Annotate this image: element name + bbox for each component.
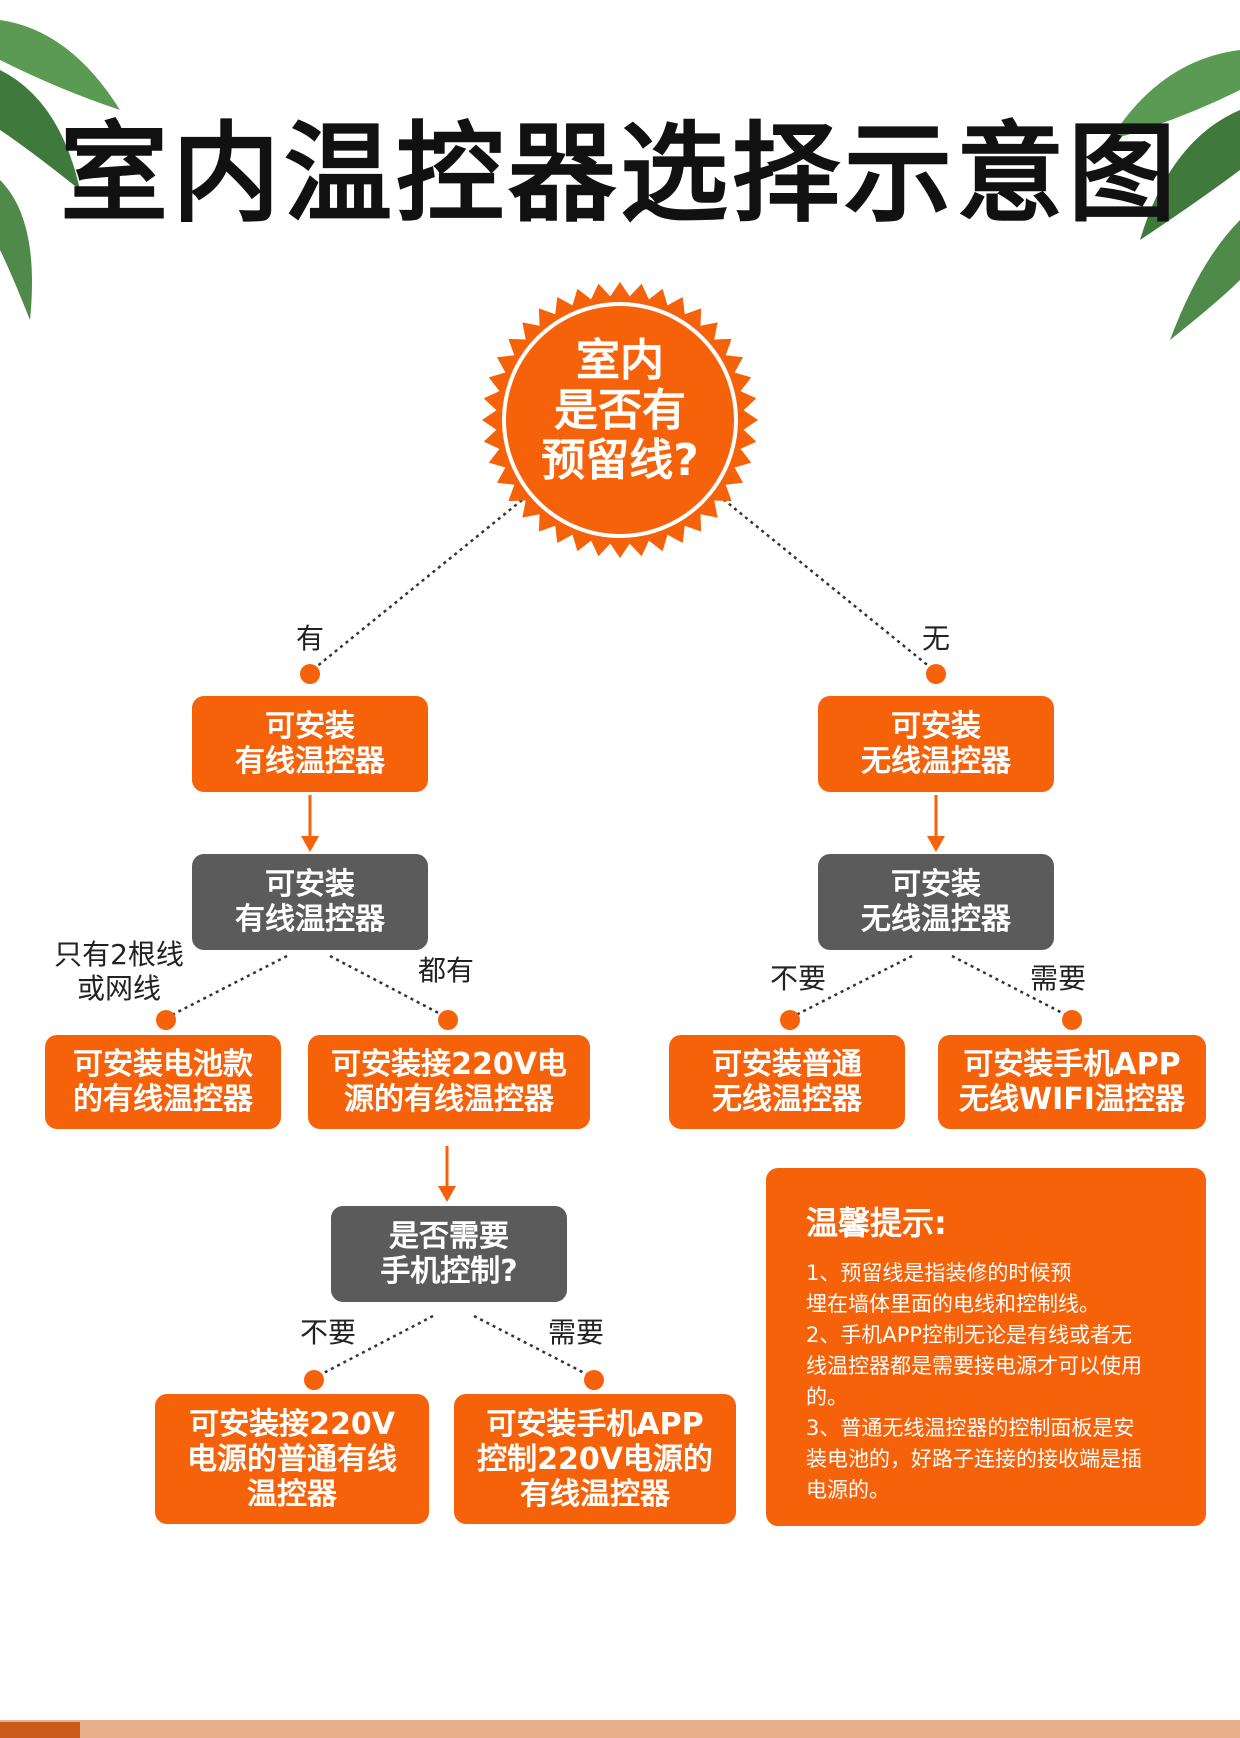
- result-battery-wired: 可安装电池款 的有线温控器: [45, 1035, 281, 1129]
- result-220v-wired: 可安装接220V电 源的有线温控器: [308, 1035, 590, 1129]
- tip-item: 2、手机APP控制无论是有线或者无 线温控器都是需要接电源才可以使用 的。: [806, 1323, 1142, 1409]
- branch-label-no: 无: [922, 622, 951, 655]
- phone-control-question: 是否需要 手机控制?: [331, 1206, 567, 1302]
- label-wireless-no: 不要: [770, 962, 827, 995]
- label-both: 都有: [418, 954, 475, 987]
- leaf-decoration-right: [1110, 50, 1240, 340]
- label-phone-no: 不要: [300, 1316, 357, 1349]
- wireless-decision-box: 可安装 无线温控器: [818, 854, 1054, 950]
- label-wireless-yes: 需要: [1030, 962, 1087, 995]
- branch-label-yes: 有: [296, 622, 325, 655]
- tips-panel: 温馨提示: 1、预留线是指装修的时候预 埋在墙体里面的电线和控制线。 2、手机A…: [766, 1168, 1206, 1526]
- bottom-decor-bar: [0, 1720, 1240, 1738]
- wired-decision-box: 可安装 有线温控器: [192, 854, 428, 950]
- result-app-220v-wired: 可安装手机APP 控制220V电源的 有线温控器: [454, 1394, 736, 1524]
- page-title: 室内温控器选择示意图: [59, 112, 1180, 237]
- label-two-wires: 只有2根线 或网线: [54, 938, 184, 1005]
- result-normal-wireless: 可安装普通 无线温控器: [669, 1035, 905, 1129]
- tip-item: 3、普通无线温控器的控制面板是安 装电池的，好路子连接的接收端是插 电源的。: [806, 1416, 1142, 1502]
- tip-item: 1、预留线是指装修的时候预 埋在墙体里面的电线和控制线。: [806, 1261, 1100, 1316]
- root-question-text: 室内 是否有 预留线?: [541, 335, 699, 486]
- wireless-option-box: 可安装 无线温控器: [818, 696, 1054, 792]
- tips-title: 温馨提示:: [806, 1204, 947, 1242]
- wired-option-box: 可安装 有线温控器: [192, 696, 428, 792]
- root-question-badge: [482, 282, 758, 558]
- result-app-wifi-wireless: 可安装手机APP 无线WIFI温控器: [938, 1035, 1206, 1129]
- leaf-decoration-left: [0, 20, 120, 320]
- label-phone-yes: 需要: [548, 1316, 605, 1349]
- result-220v-normal-wired: 可安装接220V 电源的普通有线 温控器: [155, 1394, 429, 1524]
- bottom-decor-accent: [0, 1722, 80, 1738]
